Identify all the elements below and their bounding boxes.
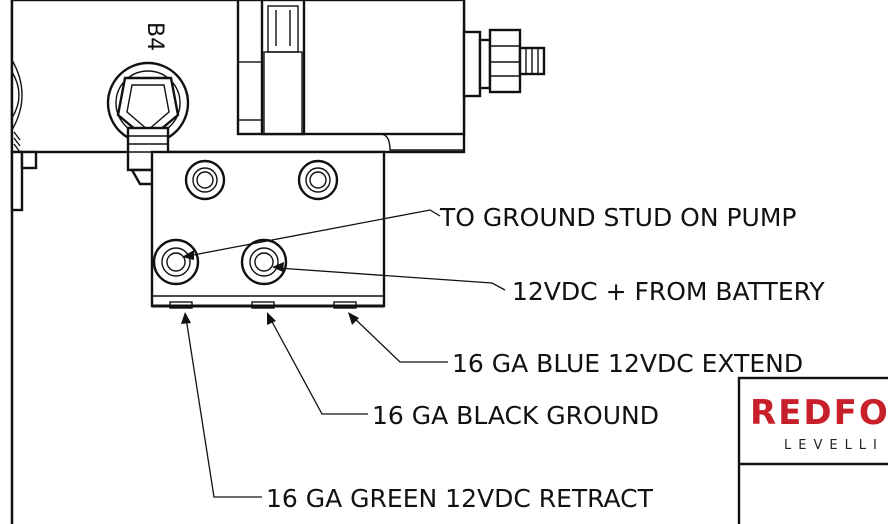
callout-blue-extend: 16 GA BLUE 12VDC EXTEND	[452, 349, 803, 378]
leader-lines	[181, 209, 506, 498]
port-label: B4	[142, 22, 167, 51]
callout-black-ground: 16 GA BLACK GROUND	[372, 401, 659, 430]
callout-ground-stud: TO GROUND STUD ON PUMP	[439, 203, 797, 232]
callout-green-retract: 16 GA GREEN 12VDC RETRACT	[266, 484, 654, 513]
brand-subtitle: LEVELLI	[784, 438, 884, 453]
callout-battery-positive: 12VDC + FROM BATTERY	[512, 277, 825, 306]
electrical-connector	[462, 28, 546, 98]
title-block	[737, 376, 888, 524]
mounting-nuts	[184, 159, 339, 201]
brand-logo: REDFO	[750, 393, 888, 433]
terminal-studs	[152, 238, 288, 286]
manifold-block	[10, 0, 466, 212]
